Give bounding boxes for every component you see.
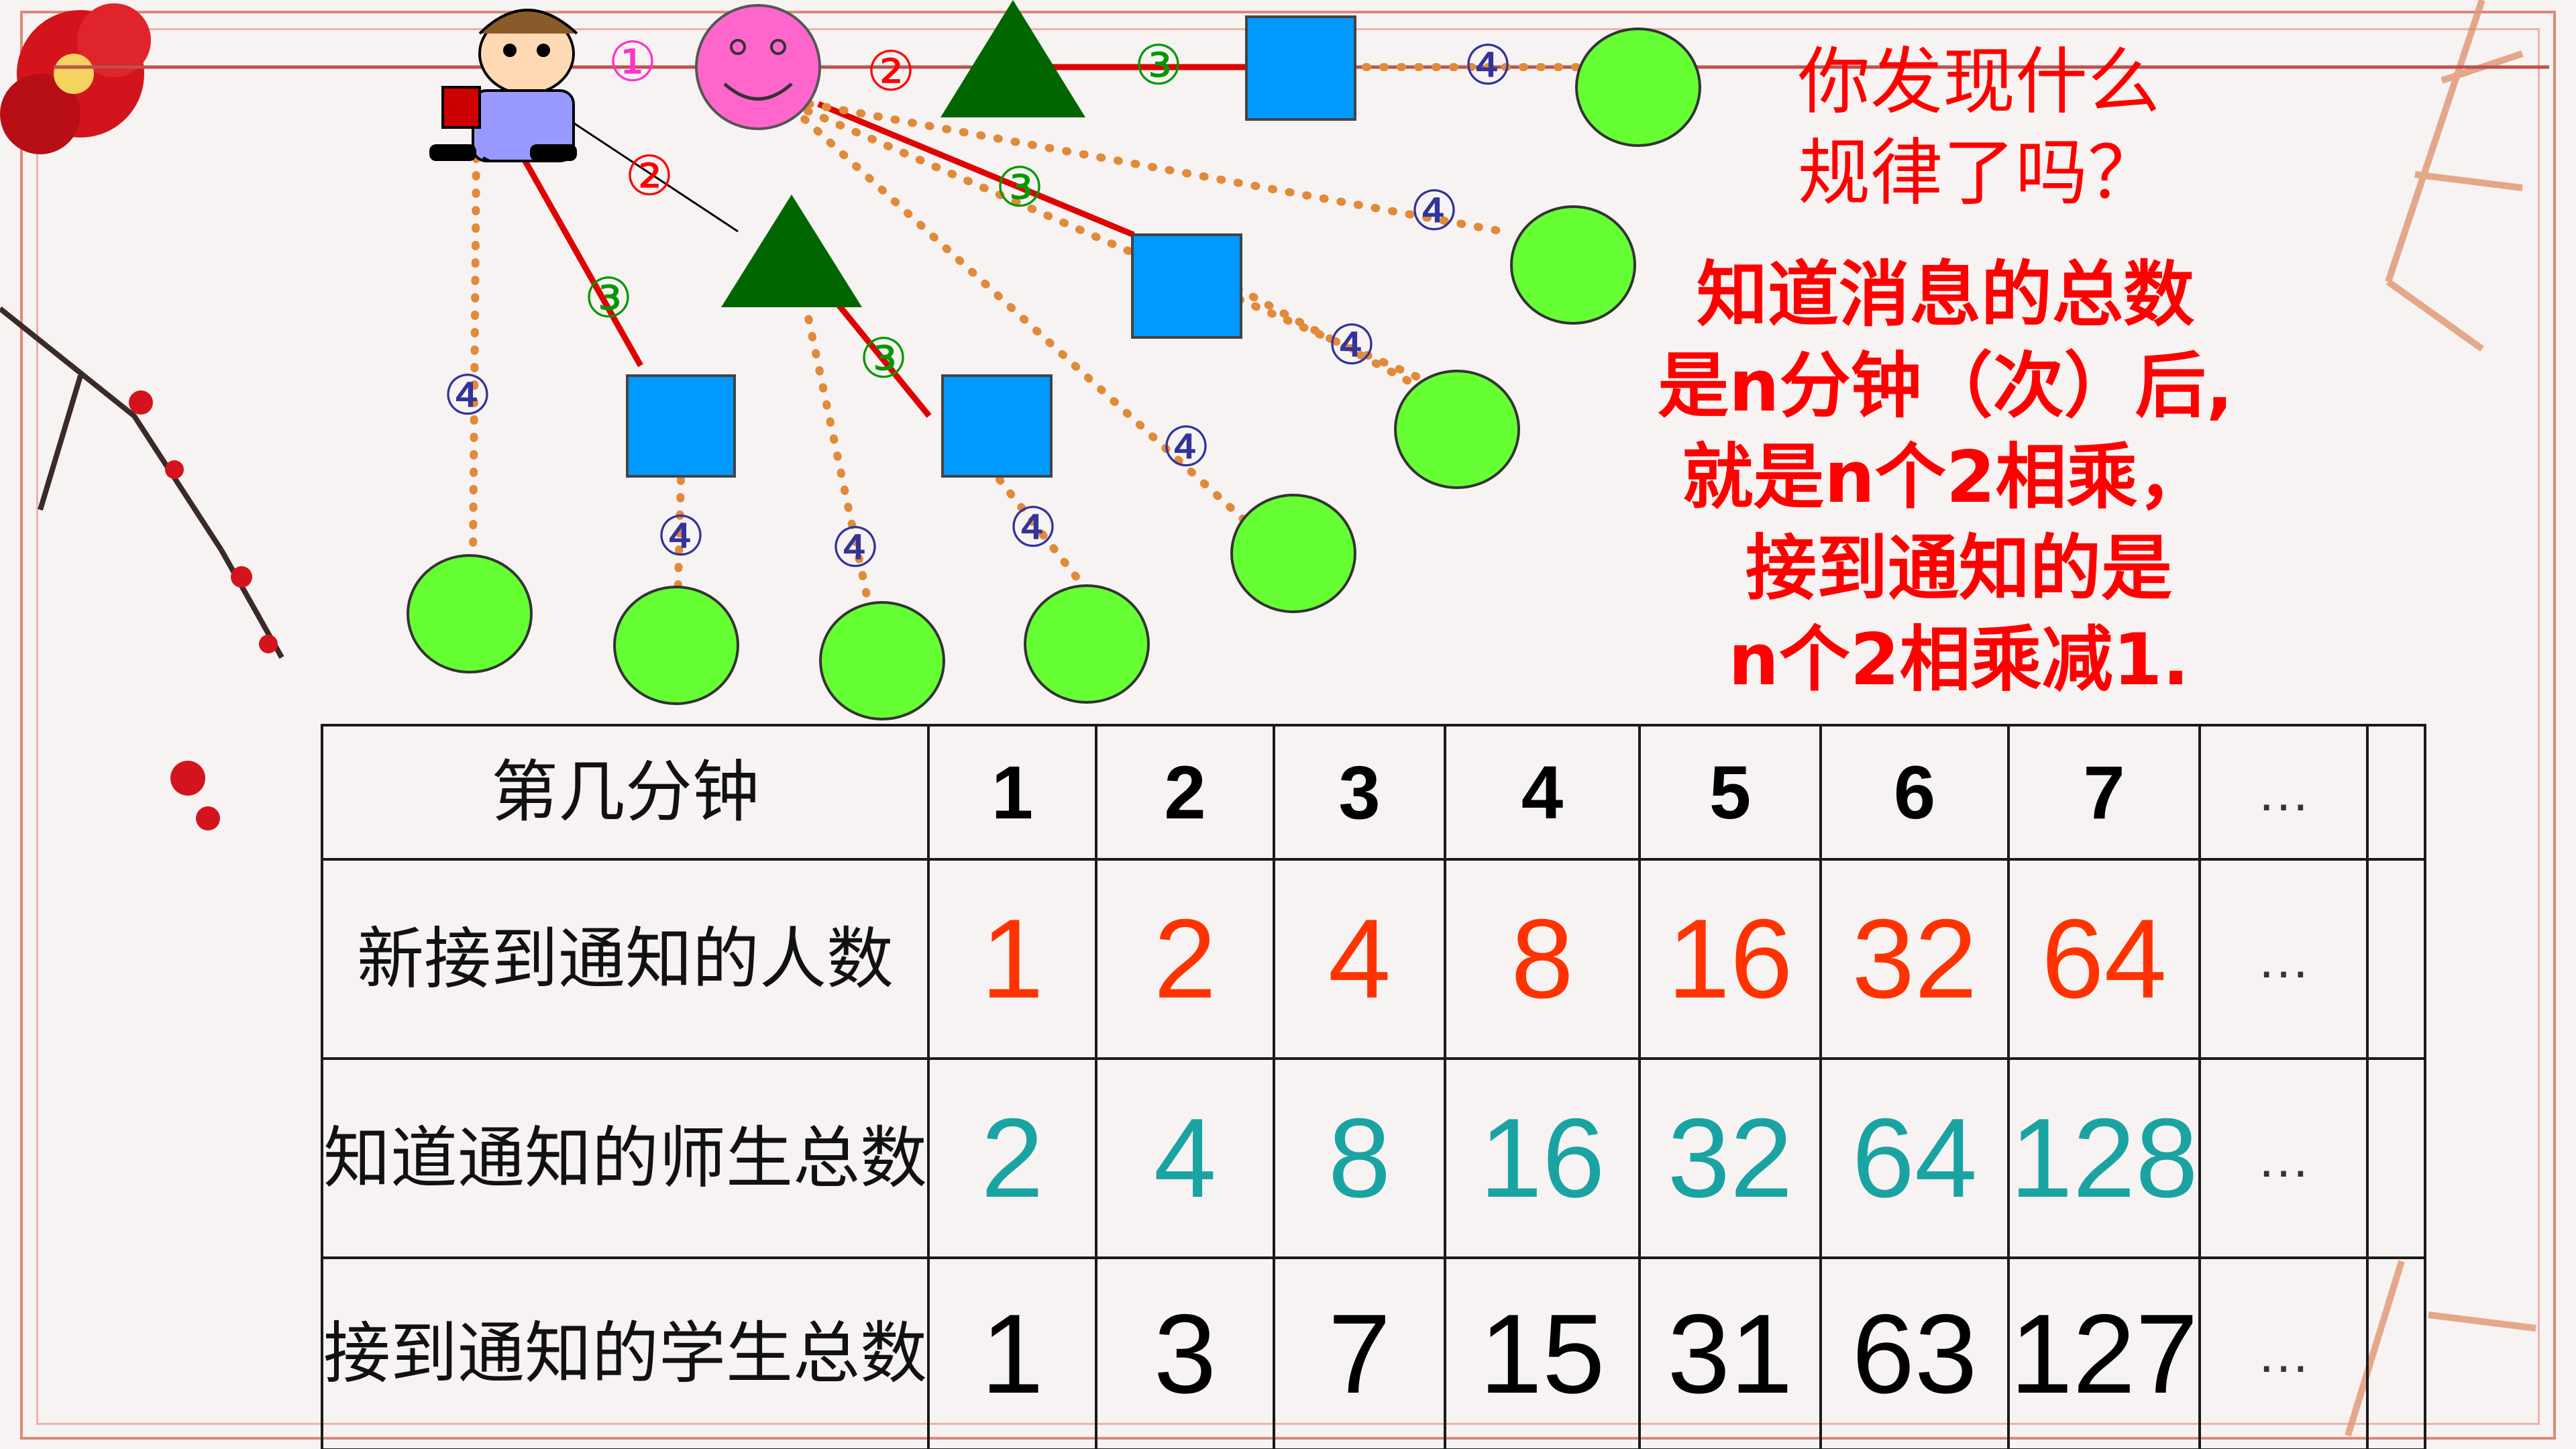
square-top-icon <box>1245 15 1356 121</box>
minute-cell: 3 <box>1273 724 1446 861</box>
step-label: ④ <box>1008 496 1058 559</box>
link-teacher-to-square-left <box>521 156 643 368</box>
value-cell: … <box>2198 1057 2369 1259</box>
value-cell: … <box>2198 858 2369 1060</box>
rule-line: n个2相乘减1. <box>1728 619 2190 701</box>
green-circle-icon <box>1230 494 1356 613</box>
square-left-icon <box>626 374 736 478</box>
step-label: ③ <box>1134 34 1183 97</box>
minute-cell: 6 <box>1819 724 2010 861</box>
green-circle-icon <box>1024 584 1150 704</box>
rule-text: 知道消息的总数 是n分钟（次）后, 就是n个2相乘， 接到通知的是 n个2相乘减… <box>1623 250 2267 706</box>
value-cell: … <box>2198 1256 2369 1449</box>
value-cell: 16 <box>1638 858 1822 1060</box>
row-label: 知道通知的师生总数 <box>321 1057 930 1259</box>
minute-cell: 2 <box>1095 724 1275 861</box>
value-cell: 2 <box>1095 858 1275 1060</box>
value-cell: 32 <box>1638 1057 1822 1259</box>
rule-line: 就是n个2相乘， <box>1682 436 2209 519</box>
rule-line: 知道消息的总数 <box>1697 254 2194 336</box>
value-cell: 16 <box>1444 1057 1641 1259</box>
link-circle-to-square-mid <box>817 101 1135 238</box>
green-circle-icon <box>407 554 533 674</box>
value-cell: 128 <box>2007 1057 2201 1259</box>
rule-line: 接到通知的是 <box>1746 527 2172 610</box>
step-label: ④ <box>1463 34 1513 97</box>
teacher-figure-icon <box>429 9 578 162</box>
value-cell: 127 <box>2007 1256 2201 1449</box>
value-cell: 7 <box>1273 1256 1446 1449</box>
value-cell: 1 <box>927 1256 1097 1449</box>
row-label: 第几分钟 <box>321 724 930 861</box>
green-circle-icon <box>1394 370 1520 489</box>
empty-cell <box>2366 1057 2426 1259</box>
value-cell: 15 <box>1444 1256 1641 1449</box>
row-label: 新接到通知的人数 <box>321 858 930 1060</box>
link-teacher-to-triangle <box>570 119 739 233</box>
step-label: ② <box>866 40 916 103</box>
green-circle-icon <box>613 586 739 705</box>
value-cell: 64 <box>1819 1057 2010 1259</box>
square-center-icon <box>941 374 1053 478</box>
step-label: ③ <box>584 266 633 330</box>
table-row-total: 知道通知的师生总数 2 4 8 16 32 64 128 … <box>321 1057 2426 1259</box>
minute-cell: … <box>2198 724 2369 861</box>
question-line: 规律了吗？ <box>1797 131 2160 215</box>
link-triangle-to-square-lower <box>822 286 932 418</box>
dotted-links <box>469 63 1580 625</box>
value-cell: 64 <box>2007 858 2201 1060</box>
empty-cell <box>2366 724 2426 861</box>
minute-cell: 4 <box>1444 724 1641 861</box>
value-cell: 8 <box>1273 1057 1446 1259</box>
triangle-top-icon <box>941 0 1085 117</box>
rule-line: 是n分钟（次）后, <box>1658 345 2233 427</box>
step-label: ④ <box>830 516 880 580</box>
green-circle-icon <box>1575 28 1701 147</box>
value-cell: 31 <box>1638 1256 1822 1449</box>
question-line: 你发现什么 <box>1797 40 2160 124</box>
step-label: ④ <box>443 364 492 427</box>
step-label: ④ <box>1409 179 1459 243</box>
value-cell: 8 <box>1444 858 1641 1060</box>
value-cell: 4 <box>1095 1057 1275 1259</box>
step-label: ③ <box>859 327 908 390</box>
minute-cell: 5 <box>1638 724 1822 861</box>
step-label: ② <box>625 144 674 208</box>
empty-cell <box>2366 858 2426 1060</box>
triangle-mid-icon <box>721 195 862 307</box>
question-text: 你发现什么 规律了吗？ <box>1771 37 2187 219</box>
blossom-dots <box>129 390 278 830</box>
branch-decoration <box>0 306 284 659</box>
minute-cell: 1 <box>927 724 1097 861</box>
step-label: ① <box>608 30 657 94</box>
value-cell: 3 <box>1095 1256 1275 1449</box>
table-row-new: 新接到通知的人数 1 2 4 8 16 32 64 … <box>321 858 2426 1060</box>
row-label: 接到通知的学生总数 <box>321 1256 930 1449</box>
empty-cell <box>2366 1256 2426 1449</box>
step-label: ④ <box>656 504 706 568</box>
green-circle-icon <box>819 601 945 720</box>
step-label: ④ <box>1161 415 1211 479</box>
step-label: ④ <box>1327 313 1377 377</box>
square-mid-icon <box>1131 233 1242 339</box>
green-circle-icon <box>1510 205 1636 325</box>
value-cell: 32 <box>1819 858 2010 1060</box>
step-label: ③ <box>995 156 1044 219</box>
table-row-minutes: 第几分钟 1 2 3 4 5 6 7 … <box>321 724 2426 861</box>
minute-cell: 7 <box>2007 724 2201 861</box>
pink-smiley-icon <box>695 4 821 130</box>
value-cell: 1 <box>927 858 1097 1060</box>
plum-blossom-decoration <box>0 3 151 154</box>
notification-table: 第几分钟 1 2 3 4 5 6 7 … 新接到通知的人数 1 2 4 8 16… <box>321 724 2426 1449</box>
value-cell: 63 <box>1819 1256 2010 1449</box>
value-cell: 2 <box>927 1057 1097 1259</box>
green-circles <box>407 28 1701 720</box>
table-row-students: 接到通知的学生总数 1 3 7 15 31 63 127 … <box>321 1256 2426 1449</box>
value-cell: 4 <box>1273 858 1446 1060</box>
